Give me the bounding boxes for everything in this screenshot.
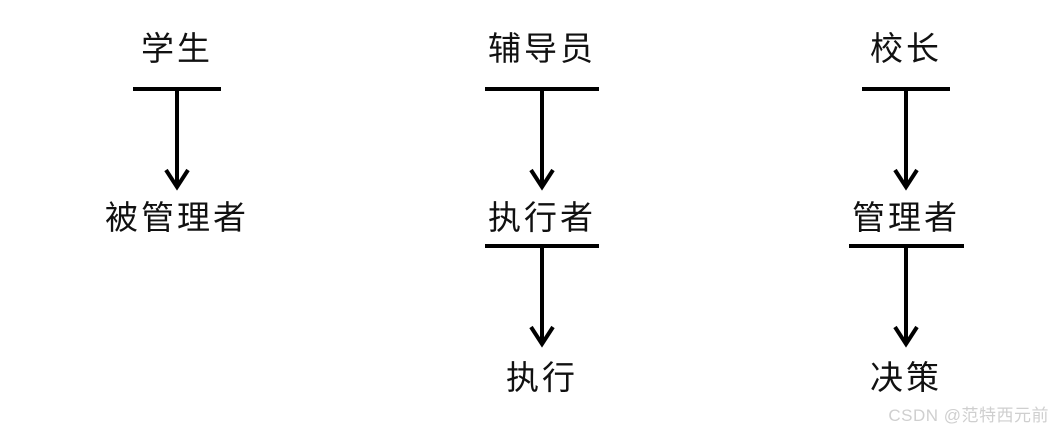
role-label-student: 学生 (141, 29, 213, 68)
down-arrow-icon (529, 248, 555, 348)
column-principal: 校长 管理者 决策 (786, 0, 1026, 400)
level2-label-manager: 管理者 (852, 198, 960, 237)
role-label-principal: 校长 (870, 29, 942, 68)
underline-bar (485, 244, 599, 248)
column-counselor: 辅导员 执行者 执行 (422, 0, 662, 400)
down-arrow-icon (529, 91, 555, 191)
watermark: CSDN @范特西元前 (888, 406, 1049, 425)
role-label-counselor: 辅导员 (488, 29, 596, 68)
level3-label-execute: 执行 (506, 358, 578, 397)
down-arrow-icon (164, 91, 190, 191)
level2-label-managed: 被管理者 (105, 198, 249, 237)
down-arrow-icon (893, 91, 919, 191)
underline-bar (485, 87, 599, 91)
level2-label-executor: 执行者 (488, 198, 596, 237)
underline-bar (133, 87, 221, 91)
down-arrow-icon (893, 248, 919, 348)
level3-label-decision: 决策 (870, 358, 942, 397)
column-student: 学生 被管理者 (57, 0, 297, 240)
underline-bar (862, 87, 950, 91)
underline-bar (848, 244, 964, 248)
